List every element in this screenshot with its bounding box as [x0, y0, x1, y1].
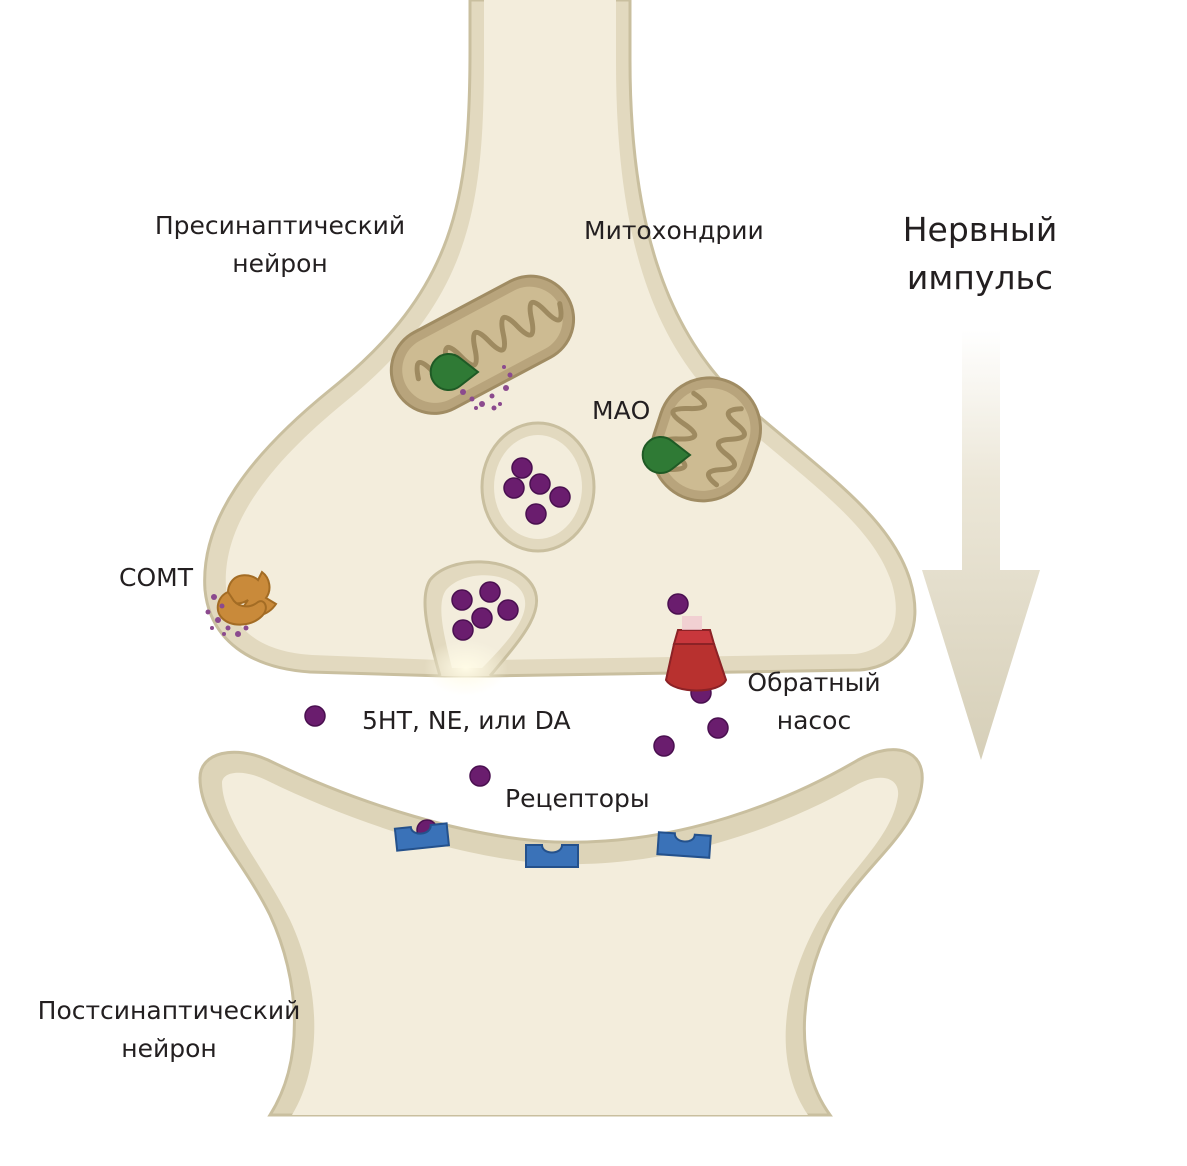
- label-impulse-line1: Нервный: [902, 210, 1058, 249]
- receptor: [656, 831, 712, 859]
- neurotransmitter-molecule: [304, 705, 326, 727]
- neurotransmitter-molecule: [497, 599, 519, 621]
- label-comt: COMT: [119, 563, 193, 592]
- label-postsynaptic-neuron: Постсинаптический нейрон: [36, 992, 302, 1068]
- neurotransmitter-molecule: [452, 619, 474, 641]
- label-impulse-line2: импульс: [906, 258, 1054, 297]
- label-nerve-impulse: Нервный импульс: [890, 206, 1070, 302]
- label-neurotransmitters: 5HT, NE, или DA: [362, 706, 571, 735]
- mao-enzyme-left: [429, 353, 480, 391]
- nerve-impulse-arrow: [922, 330, 1040, 760]
- receptor: [393, 822, 451, 852]
- neurotransmitter-molecule: [667, 593, 689, 615]
- receptor: [525, 844, 579, 868]
- postsynaptic-cytoplasm: [222, 772, 899, 1115]
- neurotransmitter-molecule: [471, 607, 493, 629]
- release-glow: [424, 640, 508, 696]
- neurotransmitter-molecule: [503, 477, 525, 499]
- label-receptors: Рецепторы: [505, 784, 650, 813]
- mao-enzyme-right: [641, 436, 692, 474]
- label-postsynaptic-line1: Постсинаптический: [37, 996, 301, 1025]
- neurotransmitter-molecule: [529, 473, 551, 495]
- comt-enzyme: [216, 570, 278, 626]
- label-reuptake-pump: Обратный насос: [740, 664, 888, 740]
- neurotransmitter-molecule: [451, 589, 473, 611]
- neurotransmitter-molecule: [469, 765, 491, 787]
- label-presynaptic-line1: Пресинаптический: [154, 211, 406, 240]
- label-presynaptic-line2: нейрон: [232, 249, 328, 278]
- label-reuptake-line2: насос: [776, 706, 852, 735]
- postsynaptic-neuron: [198, 748, 924, 1117]
- label-reuptake-line1: Обратный: [747, 668, 881, 697]
- label-presynaptic-neuron: Пресинаптический нейрон: [150, 207, 410, 283]
- neurotransmitter-molecule: [707, 717, 729, 739]
- reuptake-pump: [664, 616, 728, 692]
- neurotransmitter-molecule: [653, 735, 675, 757]
- label-mitochondria: Митохондрии: [584, 216, 764, 245]
- comt-breakdown-fragments: [205, 594, 249, 637]
- neurotransmitter-molecule: [525, 503, 547, 525]
- label-postsynaptic-line2: нейрон: [121, 1034, 217, 1063]
- neurotransmitter-molecule: [549, 486, 571, 508]
- mao-breakdown-fragments: [460, 365, 513, 411]
- receptors: [393, 822, 712, 868]
- neurotransmitter-molecule: [479, 581, 501, 603]
- neurotransmitter-molecule: [511, 457, 533, 479]
- label-mao: МАО: [592, 396, 651, 425]
